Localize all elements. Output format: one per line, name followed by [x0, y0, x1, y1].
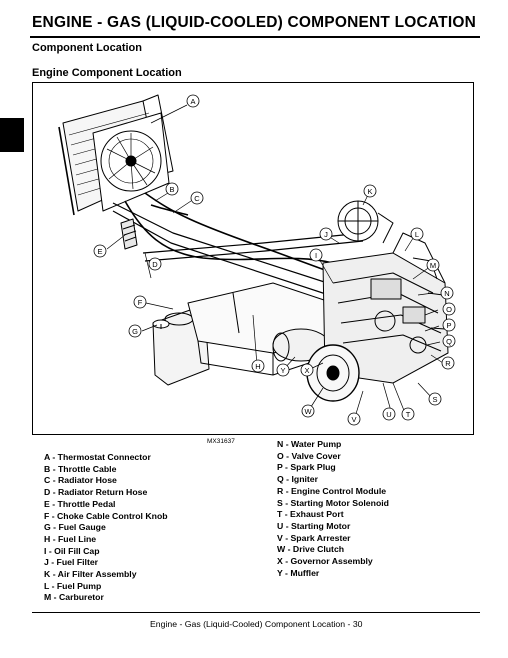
- callout-g: G: [132, 327, 138, 336]
- legend-item: O - Valve Cover: [277, 450, 341, 461]
- legend-item: W - Drive Clutch: [277, 544, 345, 555]
- callout-n: N: [444, 289, 449, 298]
- footer-rule: [32, 612, 480, 613]
- callout-y: Y: [280, 366, 285, 375]
- legend-item: G - Fuel Gauge: [44, 522, 106, 533]
- legend-item: A - Thermostat Connector: [44, 452, 151, 462]
- engine-diagram: A B C D E F G H I J K L M N O P Q R S T …: [32, 82, 474, 435]
- callout-l: L: [415, 230, 419, 239]
- legend-item: S - Starting Motor Solenoid: [277, 497, 389, 508]
- callout-c: C: [194, 194, 200, 203]
- callout-x: X: [304, 366, 309, 375]
- figure-id: MX31637: [207, 438, 235, 445]
- legend-left-column: A - Thermostat Connector B - Throttle Ca…: [44, 452, 168, 604]
- callout-f: F: [138, 298, 143, 307]
- legend-item: V - Spark Arrester: [277, 532, 351, 543]
- legend-right-column: N - Water Pump O - Valve Cover P - Spark…: [277, 439, 389, 579]
- air-filter: [337, 200, 394, 244]
- legend-item: Q - Igniter: [277, 474, 319, 485]
- legend-item: M - Carburetor: [44, 592, 104, 603]
- legend-item: J - Fuel Filter: [44, 557, 99, 568]
- engine-block: [322, 232, 449, 384]
- callout-v: V: [351, 415, 356, 424]
- legend-item: R - Engine Control Module: [277, 485, 387, 496]
- callout-m: M: [430, 261, 436, 270]
- legend-item: E - Throttle Pedal: [44, 498, 116, 509]
- legend-item: X - Governor Assembly: [277, 556, 373, 567]
- callout-q: Q: [446, 337, 452, 346]
- legend-item: P - Spark Plug: [277, 462, 336, 473]
- legend-item: N - Water Pump: [277, 439, 342, 449]
- figure-heading: Engine Component Location: [32, 67, 182, 79]
- drive-clutch: [306, 344, 360, 402]
- callout-a: A: [190, 97, 195, 106]
- page-footer: Engine - Gas (Liquid-Cooled) Component L…: [150, 619, 363, 629]
- legend-item: T - Exhaust Port: [277, 509, 344, 520]
- callout-letters: A B C D E F G H I J K L M N O P Q R S T …: [97, 97, 452, 424]
- fan: [92, 112, 170, 212]
- callout-d: D: [152, 260, 158, 269]
- legend-item: Y - Muffler: [277, 567, 320, 578]
- page-title: ENGINE - GAS (LIQUID-COOLED) COMPONENT L…: [32, 14, 476, 31]
- section-tab-marker: [0, 118, 24, 152]
- callout-j: J: [324, 230, 328, 239]
- callout-s: S: [432, 395, 437, 404]
- throttle-pedal: [120, 218, 138, 250]
- callout-circles: [93, 94, 456, 426]
- title-rule: [30, 36, 480, 38]
- legend-item: F - Choke Cable Control Knob: [44, 510, 168, 521]
- callout-h: H: [255, 362, 260, 371]
- callout-w: W: [304, 407, 312, 416]
- callout-u: U: [386, 410, 391, 419]
- callout-o: O: [446, 305, 452, 314]
- legend-item: L - Fuel Pump: [44, 580, 102, 591]
- legend-item: I - Oil Fill Cap: [44, 545, 100, 556]
- callout-i: I: [315, 251, 317, 260]
- legend-item: H - Fuel Line: [44, 533, 97, 544]
- callout-r: R: [445, 359, 451, 368]
- callout-t: T: [406, 410, 411, 419]
- legend-item: U - Starting Motor: [277, 520, 351, 531]
- callout-k: K: [367, 187, 372, 196]
- engine-illustration: A B C D E F G H I J K L M N O P Q R S T …: [58, 94, 456, 426]
- callout-e: E: [97, 247, 102, 256]
- section-heading: Component Location: [32, 42, 142, 54]
- legend-item: K - Air Filter Assembly: [44, 569, 137, 580]
- legend-item: C - Radiator Hose: [44, 475, 117, 486]
- legend-item: B - Throttle Cable: [44, 463, 117, 474]
- legend-item: D - Radiator Return Hose: [44, 487, 148, 498]
- callout-p: P: [446, 321, 451, 330]
- callout-b: B: [169, 185, 174, 194]
- hoses-and-cables: [124, 192, 334, 274]
